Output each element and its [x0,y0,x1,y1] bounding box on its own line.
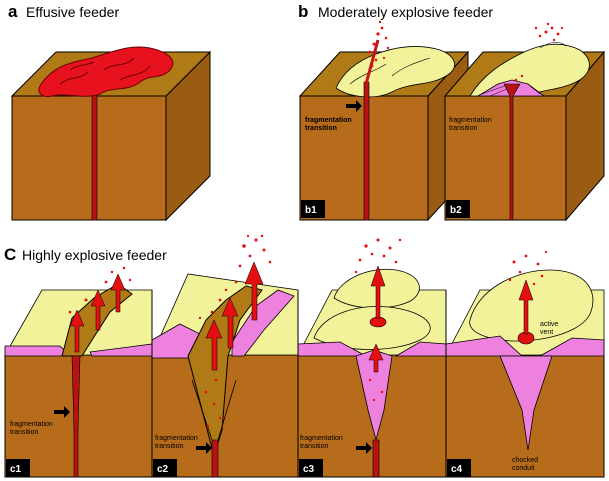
panel-c2-tag [153,459,177,477]
panel-c3: fragmentation transition c3 [297,238,447,478]
panel-c4-tag [447,459,471,477]
panel-c4-ejecta [508,250,548,286]
panel-b1-conduit [363,81,370,221]
panel-c1-plume-arrows [69,273,126,353]
panel-c1-frag-label-1: fragmentation [10,421,53,428]
panel-a-block-front [11,95,167,221]
panel-c1-tag-text: c1 [10,464,22,475]
section-c-title: Highly explosive feeder [22,247,167,263]
panel-c4-pink-wedge [499,355,553,451]
panel-b1-frag-arrow [346,100,362,112]
panel-b1-frag-label-1: fragmentation [305,117,352,124]
panel-b2-tag-text: b2 [450,205,462,216]
section-c-letter: C [4,245,16,264]
panel-c2-fractures [191,379,237,441]
panel-c3-frag-arrow [356,442,372,454]
panel-c1: fragmentation transition c1 [4,266,153,478]
panel-c2-pink-right [231,289,295,357]
section-a-letter: a [8,2,18,21]
panel-c2-ejecta [198,234,272,428]
panel-b2-frag-label-2: transition [449,125,478,132]
panel-b2-tag [446,200,470,218]
panel-c2-frag-arrow [196,442,212,454]
panel-b1-tag-text: b1 [305,205,317,216]
panel-c1-frag-label-2: transition [10,429,39,436]
panel-c3-frag-label-1: fragmentation [300,435,343,442]
panel-c2-frag-label-2: transition [155,443,184,450]
panel-c4-cone [469,269,594,342]
panel-c4-conduit-label-1: chocked [512,457,538,464]
panel-b2-ejecta [514,22,564,82]
panel-b2-frag-label-1: fragmentation [449,117,492,124]
panel-a: a Effusive feeder [8,2,212,222]
panel-b1-fissure [364,39,380,85]
panel-b2-cone [469,43,590,97]
panel-c4-plume-arrow [518,279,534,335]
section-b-title: Moderately explosive feeder [318,4,493,20]
panel-b1-frag-label-2: transition [305,125,337,132]
panel-c3-tag-text: c3 [303,464,315,475]
panel-c2-plume-arrows [205,261,264,371]
panel-c3-ejecta [354,238,402,402]
panel-b1-tag [301,200,325,218]
panel-c3-frag-label-2: transition [300,443,329,450]
panel-b2: fragmentation transition b2 [443,22,606,222]
panel-c3-conduit [372,439,380,478]
panel-a-conduit [91,81,98,221]
panel-c1-tag [6,459,30,477]
panel-c1-frag-arrow [54,406,70,418]
section-b-letter: b [298,2,308,21]
section-a-title: Effusive feeder [26,4,119,20]
panel-c2-conduit [211,439,219,478]
panel-c3-vent [369,316,387,328]
panel-c4: active vent chocked conduit c4 [445,250,605,478]
panel-c3-tag [299,459,323,477]
panel-c2-frag-label-1: fragmentation [155,435,198,442]
panel-b2-conduit [503,83,521,221]
panel-c4-pink-right [538,337,605,357]
panel-a-lava-ridges [59,57,151,85]
panel-c2: fragmentation transition c2 [151,234,299,478]
panel-c4-vent-label-1: active [540,321,558,328]
panel-c3-plume-arrows [368,265,386,373]
panel-c4-tag-text: c4 [451,464,463,475]
panel-c4-vent-label-2: vent [540,329,553,336]
panel-b1-ejecta [368,20,390,68]
panel-c2-tag-text: c2 [157,464,169,475]
panel-a-lava-flow [38,46,174,97]
panel-c1-ejecta [68,266,132,402]
panel-c4-conduit-label-2: conduit [512,465,535,472]
panel-c3-lower-cone [313,306,431,350]
panel-c1-pink-left [4,345,71,357]
